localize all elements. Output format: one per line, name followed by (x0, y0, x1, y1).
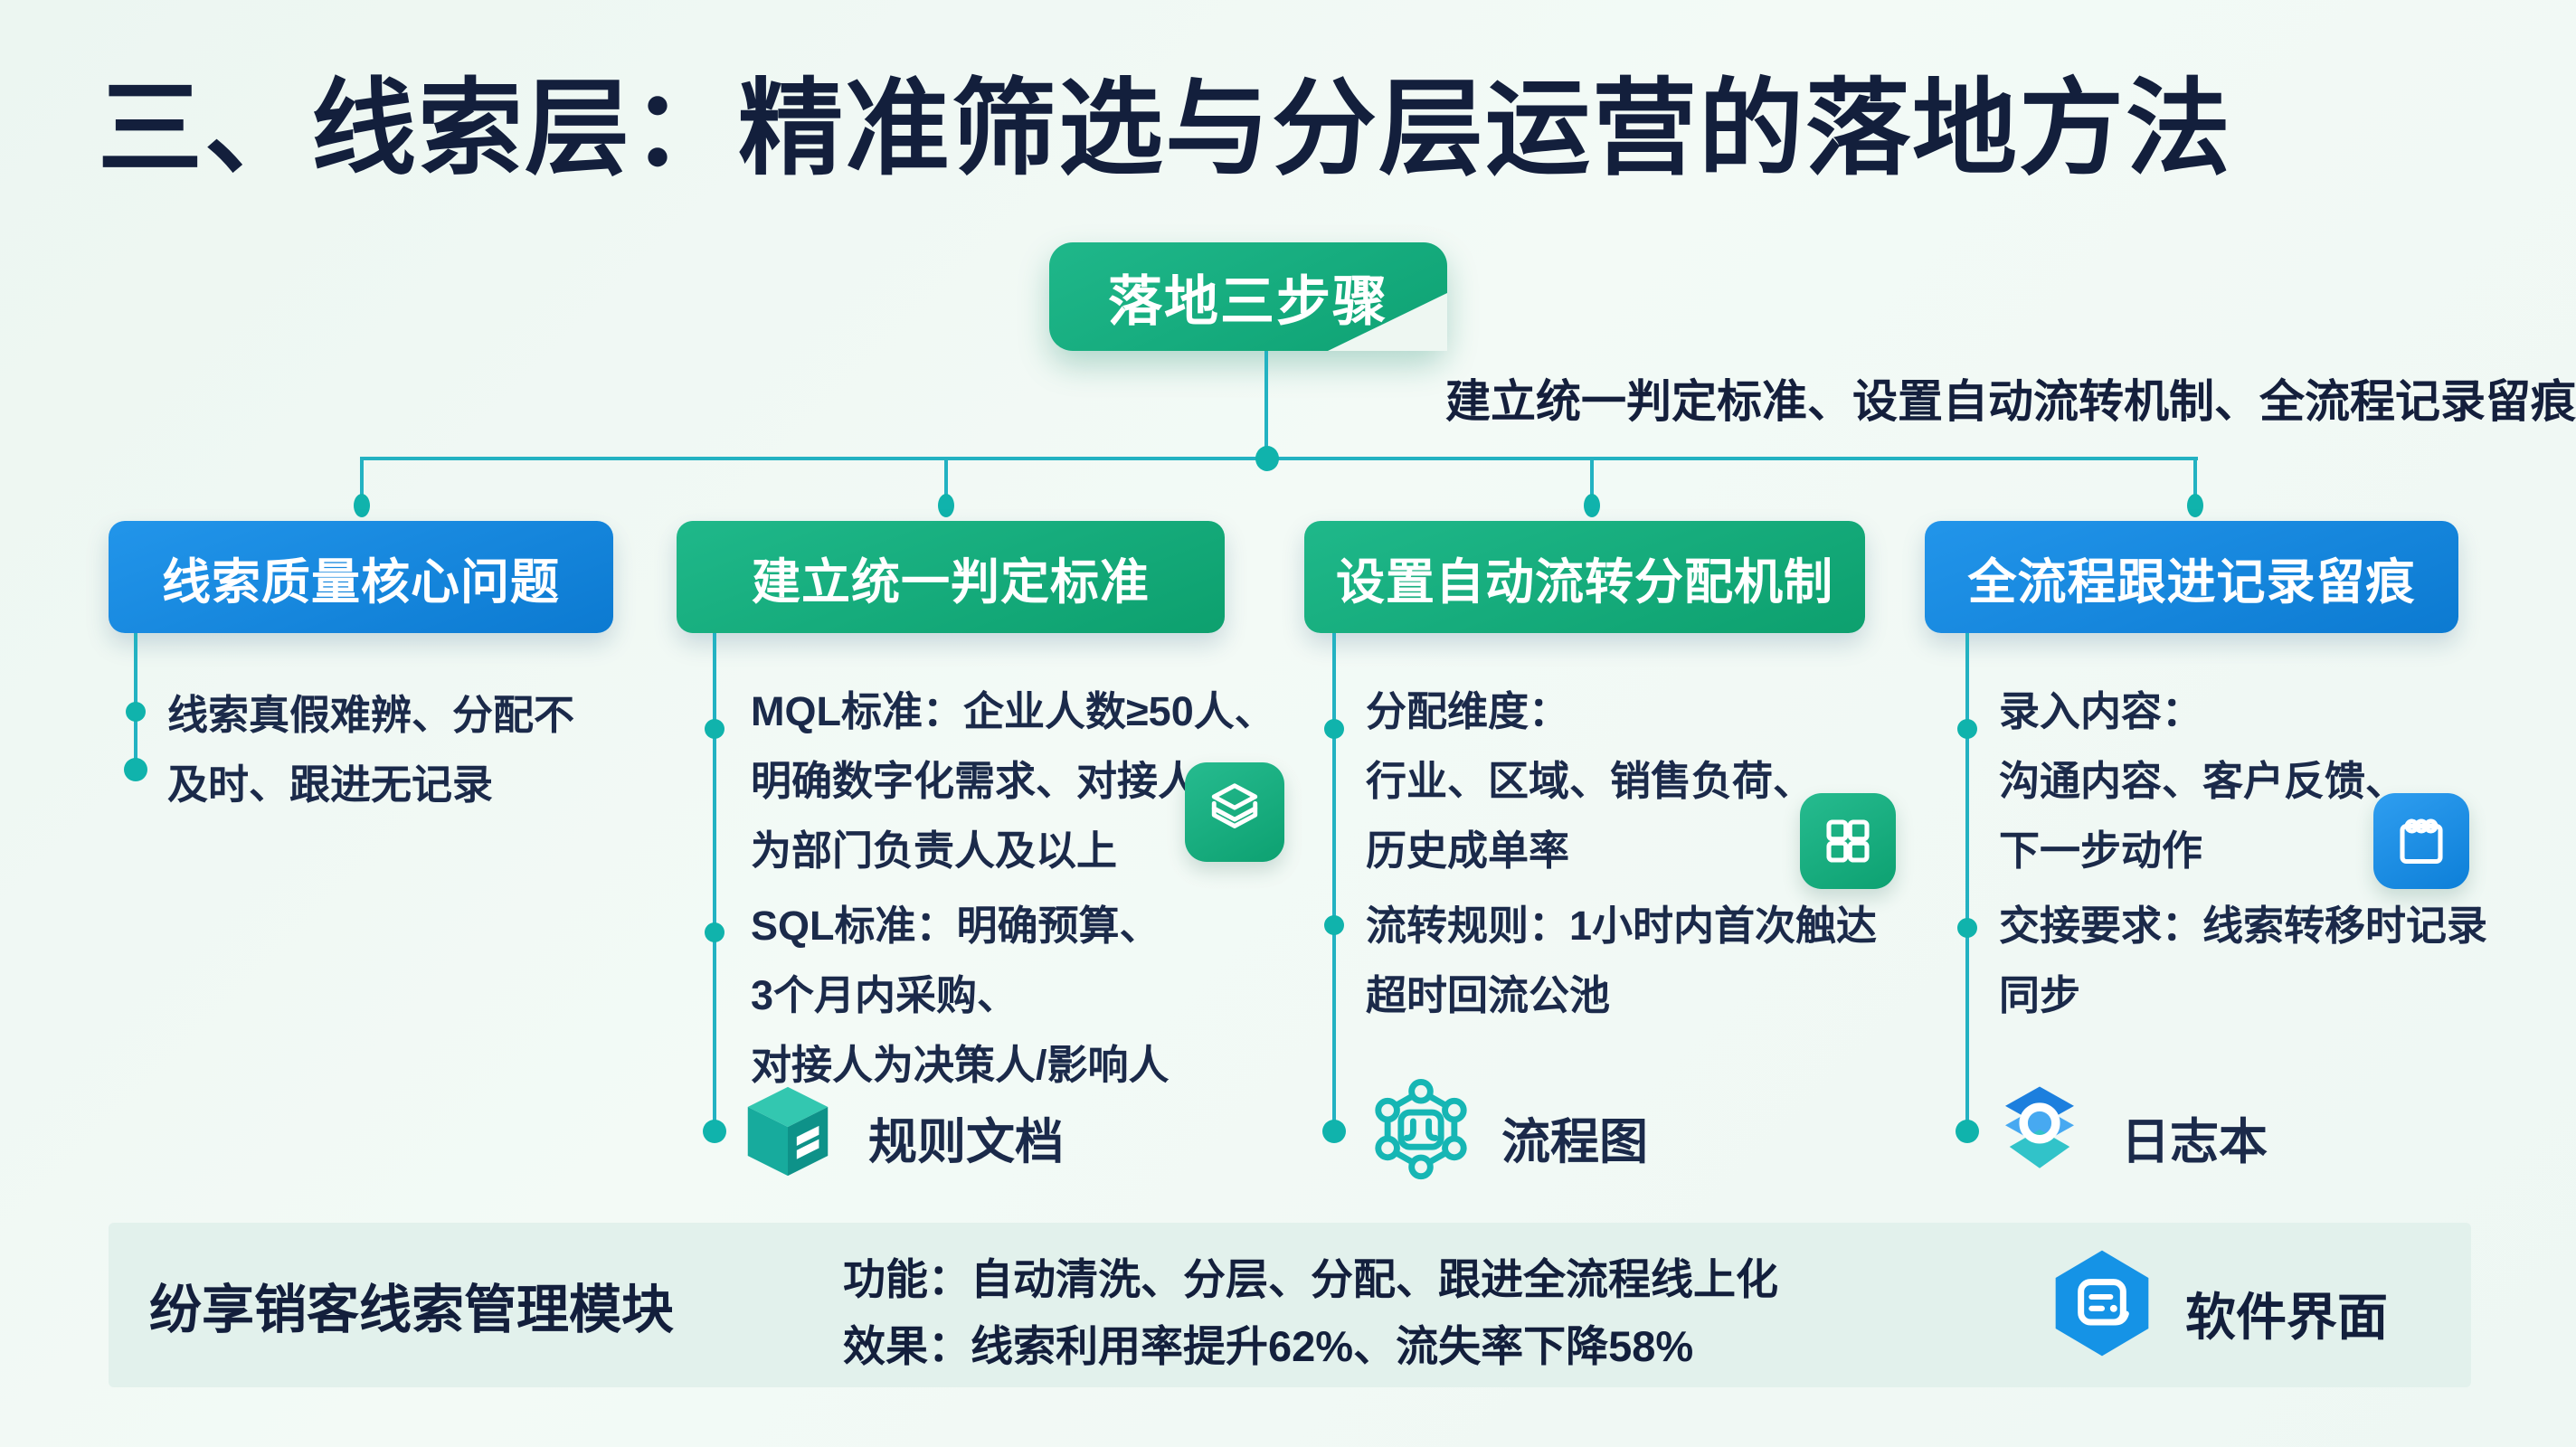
column-3-item-2: 流转规则：1小时内首次触达 超时回流公池 (1366, 903, 1878, 1018)
connector-drop-dot-4 (2187, 494, 2203, 517)
column-2-item-2: SQL标准：明确预算、 3个月内采购、 对接人为决策人/影响人 (751, 903, 1170, 1088)
calendar-icon (2373, 793, 2469, 889)
connector-drop-dot-3 (1584, 494, 1600, 517)
column-1-end-dot (124, 758, 147, 781)
module-name: 纷享销客线索管理模块 (149, 1281, 675, 1339)
column-3-bullet-1 (1324, 719, 1344, 739)
column-3-bullet-2 (1324, 915, 1344, 935)
column-4-item-1: 录入内容： 沟通内容、客户反馈、 下一步动作 (1999, 688, 2407, 874)
connector-stub-3 (1590, 457, 1594, 498)
badge-corner-cut (1328, 293, 1447, 351)
software-ui-label: 软件界面 (2185, 1289, 2388, 1346)
column-2-bullet-2 (705, 922, 724, 942)
column-4-bullet-1 (1957, 719, 1977, 739)
hexagon-doc-icon (2051, 1246, 2153, 1365)
column-1-spine (134, 633, 137, 769)
connector-stub-1 (360, 457, 364, 498)
column-4-header: 全流程跟进记录留痕 (1925, 521, 2458, 633)
page-title: 三、线索层：精准筛选与分层运营的落地方法 (98, 70, 2232, 187)
column-3-footer-label: 流程图 (1501, 1115, 1648, 1169)
column-4-bullet-2 (1957, 918, 1977, 938)
column-1-item-1: 线索真假难辨、分配不 及时、跟进无记录 (167, 692, 575, 808)
grid-icon (1800, 793, 1896, 889)
column-1-header: 线索质量核心问题 (109, 521, 613, 633)
connector-drop-dot-1 (354, 494, 370, 517)
connector-stub-2 (944, 457, 948, 498)
column-4-spine (1965, 633, 1969, 1132)
column-1-bullet-1 (126, 702, 146, 722)
column-2-bullet-1 (705, 719, 724, 739)
column-3-header: 设置自动流转分配机制 (1304, 521, 1865, 633)
column-2-item-1: MQL标准：企业人数≥50人、 明确数字化需求、对接人 为部门负责人及以上 (751, 688, 1275, 874)
column-3-item-1: 分配维度： 行业、区域、销售负荷、 历史成单率 (1366, 688, 1814, 874)
cube-icon (734, 1078, 841, 1189)
column-2-spine (713, 633, 716, 1132)
flowchart-icon (1368, 1078, 1474, 1189)
module-details: 功能：自动清洗、分层、分配、跟进全流程线上化 效果：线索利用率提升62%、流失率… (843, 1255, 1778, 1370)
connector-trunk (1264, 351, 1268, 459)
stacked-box-icon (1185, 762, 1284, 862)
column-4-footer-label: 日志本 (2121, 1115, 2268, 1169)
column-3-end-dot (1322, 1120, 1346, 1143)
column-4-item-2: 交接要求：线索转移时记录 同步 (1999, 903, 2488, 1018)
connector-horizontal (360, 457, 2198, 460)
steps-subtitle: 建立统一判定标准、设置自动流转机制、全流程记录留痕 (1445, 376, 2576, 427)
column-4-end-dot (1956, 1120, 1979, 1143)
column-2-end-dot (703, 1120, 726, 1143)
connector-drop-dot-2 (938, 494, 954, 517)
column-2-header: 建立统一判定标准 (677, 521, 1225, 633)
steps-badge: 落地三步骤 (1049, 242, 1447, 351)
column-3-spine (1332, 633, 1336, 1132)
column-2-footer-label: 规则文档 (868, 1115, 1064, 1169)
logbook-icon (1988, 1078, 2091, 1186)
connector-stub-4 (2193, 457, 2197, 498)
connector-center-dot (1255, 446, 1279, 471)
